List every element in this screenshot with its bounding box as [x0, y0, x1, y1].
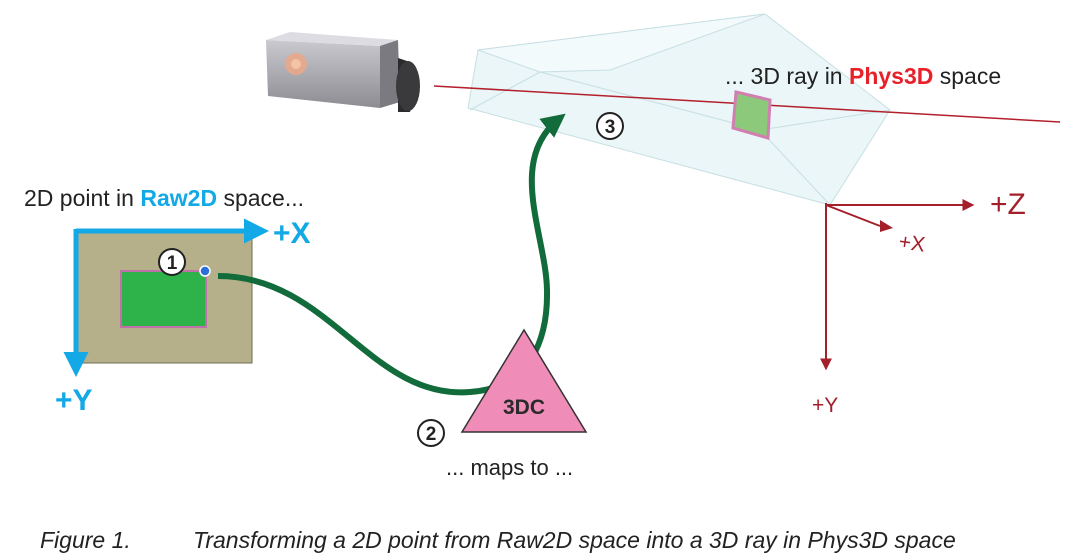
phys3d-axis-x-label: +X [897, 230, 926, 256]
svg-text:3: 3 [605, 117, 616, 138]
figure-caption: Transforming a 2D point from Raw2D space… [193, 527, 956, 553]
raw2d-space-name: Raw2D [140, 185, 217, 211]
green-region [120, 270, 207, 328]
transform-arrow [217, 113, 566, 396]
raw2d-axis-y-label: +Y [55, 384, 93, 417]
step-badge-1: 1 [158, 248, 186, 276]
maps-to-label: ... maps to ... [446, 455, 573, 480]
phys3d-axis-z-label: +Z [990, 188, 1026, 221]
calibration-triangle [460, 328, 588, 433]
calibration-label: 3DC [503, 396, 545, 419]
projected-image-plate [731, 90, 772, 140]
2d-point-dot [199, 265, 211, 277]
raw2d-axis-x-label: +X [273, 217, 311, 250]
step-badge-2: 2 [417, 419, 445, 447]
step-badge-3: 3 [596, 112, 624, 140]
raw2d-label: 2D point in Raw2D space... [24, 185, 304, 211]
phys3d-axis-y-label: +Y [812, 394, 838, 417]
svg-text:1: 1 [167, 253, 178, 274]
figure-number: Figure 1. [40, 527, 131, 553]
phys3d-label: ... 3D ray in Phys3D space [725, 63, 1001, 89]
raw2d-axes [63, 218, 269, 377]
view-frustum [467, 13, 891, 206]
phys3d-axes [820, 199, 975, 371]
svg-text:2: 2 [426, 424, 437, 445]
phys3d-space-name: Phys3D [849, 63, 933, 89]
camera-icon [266, 32, 420, 112]
